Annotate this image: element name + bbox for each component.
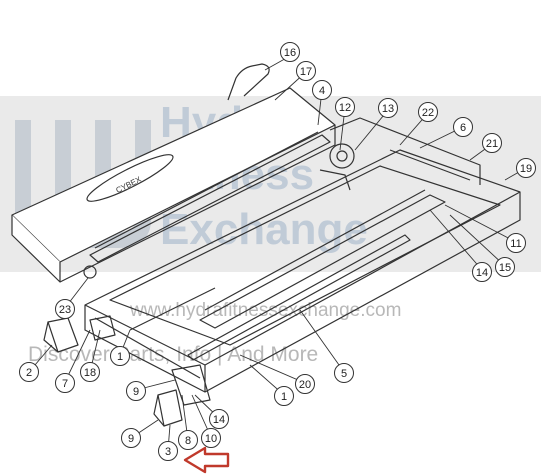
callout-circle xyxy=(126,381,146,401)
callout-2: 2 xyxy=(19,362,39,382)
callout-1: 1 xyxy=(274,386,294,406)
callout-label: 17 xyxy=(300,66,312,78)
callout-circle xyxy=(55,299,75,319)
callout-circle xyxy=(335,97,355,117)
callout-circle xyxy=(19,362,39,382)
callout-circle xyxy=(55,373,75,393)
callout-circle xyxy=(280,42,300,62)
side-rail xyxy=(187,234,411,361)
watermark-line3: Exchange xyxy=(160,205,368,254)
callout-9: 9 xyxy=(121,428,141,448)
callout-circle xyxy=(110,346,130,366)
callout-13: 13 xyxy=(378,98,398,118)
belt-deck xyxy=(11,87,336,263)
callout-label: 5 xyxy=(341,368,347,380)
callout-20: 20 xyxy=(295,374,315,394)
callout-label: 2 xyxy=(26,367,32,379)
callout-circle xyxy=(453,117,473,137)
belt-logo-plate xyxy=(86,154,174,202)
callout-circle xyxy=(295,374,315,394)
callout-5: 5 xyxy=(334,363,354,383)
callout-label: 19 xyxy=(520,163,532,175)
callout-circle xyxy=(274,386,294,406)
callout-label: 14 xyxy=(213,414,225,426)
center-rail xyxy=(199,194,446,329)
callout-label: 1 xyxy=(117,351,123,363)
callout-circle xyxy=(296,61,316,81)
callout-circle xyxy=(472,262,492,282)
callout-15: 15 xyxy=(495,257,515,277)
callout-10: 10 xyxy=(201,428,221,448)
callout-3: 3 xyxy=(158,441,178,461)
callout-18: 18 xyxy=(80,362,100,382)
callout-14: 14 xyxy=(209,409,229,429)
highlight-arrow xyxy=(183,446,230,474)
callout-circle xyxy=(482,133,502,153)
handle xyxy=(227,63,270,101)
motor-pulley xyxy=(329,143,355,169)
callout-label: 11 xyxy=(510,238,521,250)
callout-label: 4 xyxy=(319,85,325,97)
watermark-tagline: Discover Parts, Info | And More xyxy=(28,343,319,366)
callout-circle xyxy=(80,362,100,382)
callout-label: 1 xyxy=(281,391,287,403)
callout-label: 20 xyxy=(299,379,311,391)
callout-label: 15 xyxy=(499,262,511,274)
callout-circle xyxy=(158,441,178,461)
callout-12: 12 xyxy=(335,97,355,117)
callout-label: 12 xyxy=(339,102,351,114)
callout-circle xyxy=(178,430,198,450)
foot-right xyxy=(157,389,183,427)
callout-19: 19 xyxy=(516,158,536,178)
callout-1: 1 xyxy=(110,346,130,366)
callout-label: 10 xyxy=(205,433,217,445)
callout-circle xyxy=(418,102,438,122)
callout-circle xyxy=(121,428,141,448)
callout-label: 3 xyxy=(165,446,171,458)
callout-label: 21 xyxy=(486,138,498,150)
callout-label: 18 xyxy=(84,367,96,379)
callout-label: 6 xyxy=(460,122,466,134)
callout-6: 6 xyxy=(453,117,473,137)
callout-21: 21 xyxy=(482,133,502,153)
callout-17: 17 xyxy=(296,61,316,81)
callout-circle xyxy=(378,98,398,118)
callout-23: 23 xyxy=(55,299,75,319)
callout-label: 23 xyxy=(59,304,71,316)
callout-22: 22 xyxy=(418,102,438,122)
front-axle xyxy=(94,317,201,379)
callout-label: 9 xyxy=(133,386,139,398)
callout-circle xyxy=(201,428,221,448)
lower-frame xyxy=(84,149,521,393)
callout-circle xyxy=(516,158,536,178)
callout-label: 13 xyxy=(382,103,394,115)
foot-left xyxy=(47,317,79,353)
callout-circle xyxy=(209,409,229,429)
callout-label: 7 xyxy=(62,378,68,390)
callout-circle xyxy=(495,257,515,277)
callout-4: 4 xyxy=(312,80,332,100)
callout-8: 8 xyxy=(178,430,198,450)
callout-label: 14 xyxy=(476,267,488,279)
callout-circle xyxy=(506,233,526,253)
callout-14: 14 xyxy=(472,262,492,282)
callout-label: 22 xyxy=(422,107,434,119)
watermark-url: www.hydrafitnessexchange.com xyxy=(130,300,402,321)
callout-9: 9 xyxy=(126,381,146,401)
callout-label: 8 xyxy=(185,435,191,447)
callout-label: 16 xyxy=(284,47,296,59)
callout-16: 16 xyxy=(280,42,300,62)
belt-rail xyxy=(89,134,331,263)
callout-11: 11 xyxy=(506,233,526,253)
callout-label: 9 xyxy=(128,433,134,445)
callout-7: 7 xyxy=(55,373,75,393)
callout-circle xyxy=(334,363,354,383)
callout-circle xyxy=(312,80,332,100)
